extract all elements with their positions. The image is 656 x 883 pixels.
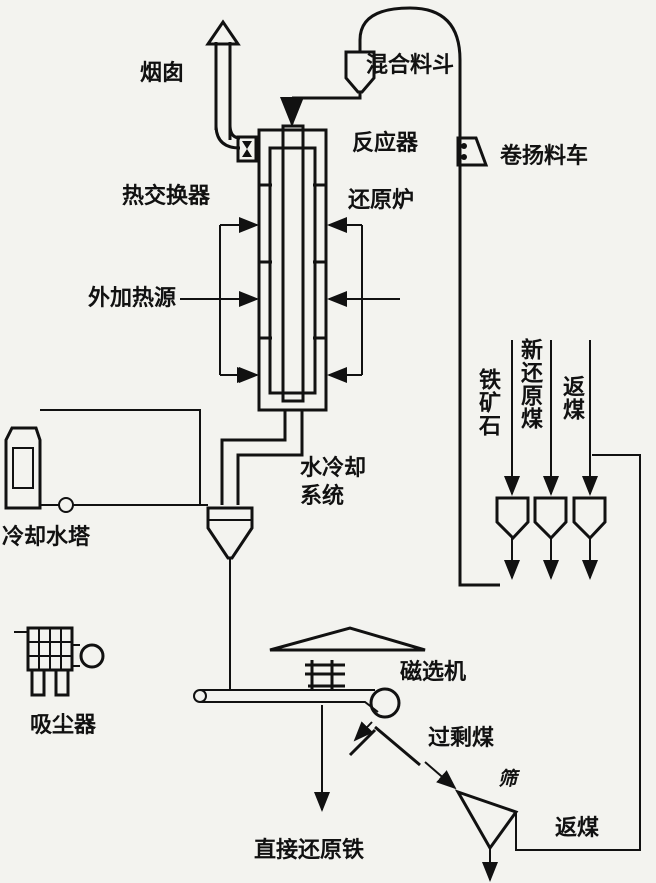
mixing-hopper-icon bbox=[344, 6, 500, 587]
label-return-coal-in: 返煤 bbox=[559, 375, 584, 421]
feed-bins bbox=[495, 340, 641, 851]
chimney-icon bbox=[205, 19, 258, 163]
cooling-pipe bbox=[206, 410, 304, 690]
label-return-coal: 返煤 bbox=[555, 816, 600, 841]
label-external-heat: 外加热源 bbox=[88, 286, 177, 311]
label-excess-coal: 过剩煤 bbox=[428, 726, 495, 751]
label-reactor: 反应器 bbox=[352, 131, 419, 156]
label-iron-ore: 铁矿石 bbox=[475, 368, 500, 437]
cooling-tower-icon bbox=[4, 409, 208, 513]
magnetic-separator-icon bbox=[193, 626, 457, 812]
reactor-furnace bbox=[257, 92, 362, 412]
skip-car-icon bbox=[456, 136, 489, 167]
label-new-coal: 新还原煤 bbox=[517, 338, 542, 430]
label-mixing-hopper: 混合料斗 bbox=[366, 53, 455, 78]
label-magnetic-separator: 磁选机 bbox=[400, 660, 467, 685]
dust-collector-icon bbox=[14, 626, 105, 697]
external-heat-lines bbox=[180, 217, 400, 375]
label-screen: 筛 bbox=[498, 768, 518, 790]
screen-icon bbox=[454, 789, 519, 882]
label-cooling-tower: 冷却水塔 bbox=[2, 525, 91, 550]
label-dri: 直接还原铁 bbox=[254, 838, 365, 863]
label-chimney: 烟囱 bbox=[140, 61, 185, 86]
label-skip-car: 卷扬料车 bbox=[500, 144, 589, 169]
label-dust-collector: 吸尘器 bbox=[30, 713, 97, 738]
label-water-cooling: 水冷却 系统 bbox=[300, 456, 367, 509]
label-heat-exchanger: 热交换器 bbox=[122, 184, 211, 209]
label-reduction-furnace: 还原炉 bbox=[348, 188, 415, 213]
